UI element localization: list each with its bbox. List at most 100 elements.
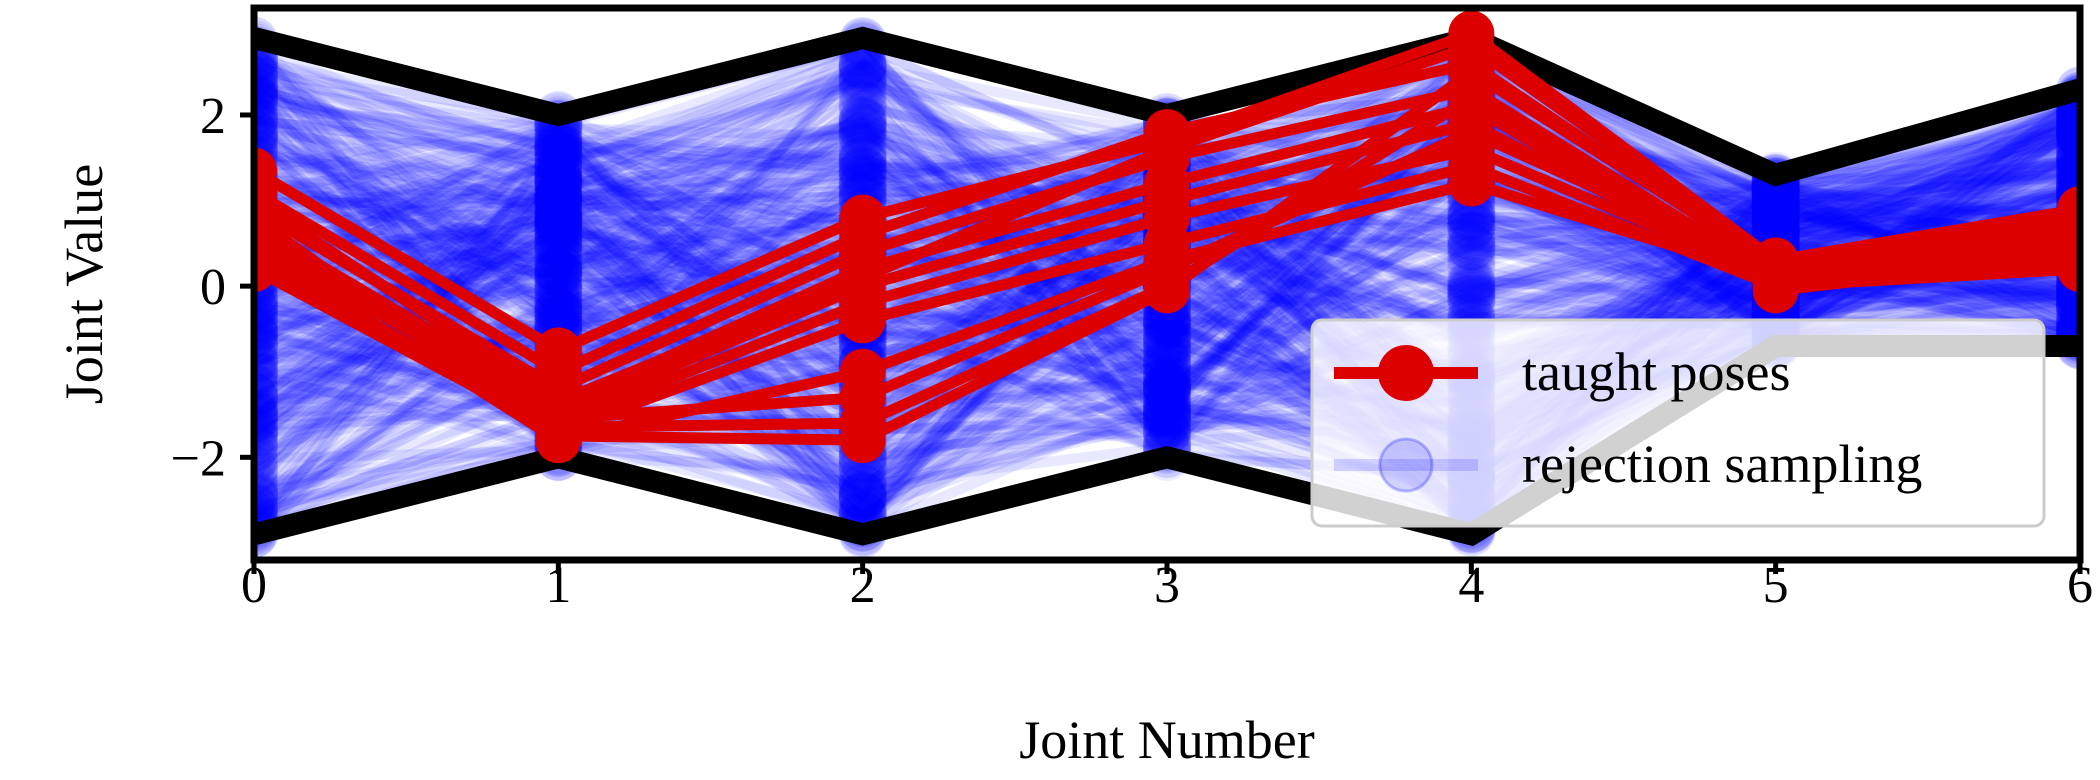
rejection-sample-point [838,136,887,185]
rejection-sample-point [254,481,278,530]
legend-sampling-label: rejection sampling [1522,434,1922,494]
rejection-sample-point [838,96,887,145]
rejection-sample-point [254,309,278,358]
rejection-sample-point [534,189,583,238]
rejection-sample-point [1751,181,1800,230]
rejection-sample-point [534,124,583,173]
rejection-sample-point [534,174,583,223]
rejection-sample-point [254,383,278,432]
rejection-sample-point [1143,327,1191,376]
rejection-sample-point [2056,149,2080,198]
rejection-sample-line [254,112,2080,483]
rejection-sample-point [2056,96,2080,145]
rejection-sample-point [2056,134,2080,183]
rejection-sample-line [254,92,2080,418]
rejection-sample-point [534,115,583,164]
rejection-sample-point [534,287,583,336]
rejection-sample-point [2056,133,2080,182]
rejection-sample-point [534,138,583,187]
x-tick-label: 6 [2067,557,2093,614]
rejection-sample-point [254,372,278,421]
rejection-sample-point [1143,316,1191,365]
rejection-sample-point [2056,96,2080,145]
rejection-sample-point [2056,290,2080,339]
rejection-sample-point [254,324,278,373]
rejection-sample-point [534,205,583,254]
rejection-sample-point [254,406,278,455]
rejection-sample-point [254,305,278,354]
rejection-sample-point [1143,348,1191,397]
rejection-sample-point [1143,406,1191,455]
rejection-sample-point [1447,226,1496,275]
rejection-sample-point [2056,101,2080,150]
rejection-sample-point [1751,204,1800,253]
rejection-sample-point [1751,171,1800,220]
rejection-sample-point [838,93,887,142]
rejection-sample-point [1751,204,1800,253]
rejection-sample-point [534,185,583,234]
rejection-sample-point [534,275,583,324]
rejection-sample-point [1751,194,1800,243]
rejection-sample-line [254,58,2080,428]
rejection-sample-point [1447,260,1496,309]
x-tick-label: 1 [545,557,571,614]
rejection-sample-point [534,176,583,225]
rejection-sample-point [534,116,583,165]
rejection-sample-point [1143,370,1191,419]
rejection-sample-point [254,324,278,373]
rejection-sample-point [254,396,278,445]
rejection-sample-point [2056,101,2080,150]
rejection-sample-point [1751,176,1800,225]
rejection-sample-point [1751,197,1800,246]
rejection-sample-point [838,459,887,508]
rejection-sample-point [254,97,278,146]
rejection-sample-point [838,471,887,520]
rejection-sample-point [2056,94,2080,143]
rejection-sample-point [838,106,887,155]
rejection-sample-point [1447,191,1496,240]
rejection-sample-point [1143,339,1191,388]
rejection-sample-point [534,185,583,234]
rejection-sample-point [2056,106,2080,155]
rejection-sample-point [1751,194,1800,243]
rejection-sample-point [1447,255,1496,304]
rejection-sample-point [838,132,887,181]
rejection-sample-point [1143,335,1191,384]
rejection-sample-point [1143,321,1191,370]
rejection-sample-point [254,394,278,443]
rejection-sample-point [2056,105,2080,154]
rejection-sample-point [534,263,583,312]
rejection-sample-point [1751,203,1800,252]
rejection-sample-point [534,256,583,305]
rejection-sample-line [254,198,2080,455]
rejection-sample-point [534,283,583,332]
rejection-sample-point [1143,362,1191,411]
rejection-sample-point [254,301,278,350]
rejection-sample-point [1447,263,1496,312]
rejection-sample-point [534,245,583,294]
rejection-sample-point [534,215,583,264]
rejection-sample-point [838,52,887,101]
rejection-sample-point [2056,136,2080,185]
rejection-sample-point [534,163,583,212]
rejection-sample-point [838,46,887,95]
rejection-sample-point [2056,103,2080,152]
rejection-sample-point [1143,298,1191,347]
rejection-sample-point [1447,212,1496,261]
rejection-sample-point [2056,104,2080,153]
rejection-sample-point [1143,348,1191,397]
rejection-sample-point [2056,101,2080,150]
rejection-sample-point [254,334,278,383]
rejection-sample-point [534,175,583,224]
rejection-sample-point [534,186,583,235]
rejection-sample-point [1447,222,1496,271]
rejection-sample-point [1143,340,1191,389]
rejection-sample-point [534,134,583,183]
rejection-sample-point [838,80,887,129]
rejection-sample-point [254,332,278,381]
rejection-sample-point [838,81,887,130]
rejection-sample-point [838,69,887,118]
rejection-sample-point [2056,108,2080,157]
rejection-sample-point [1143,396,1191,445]
rejection-sample-point [838,60,887,109]
